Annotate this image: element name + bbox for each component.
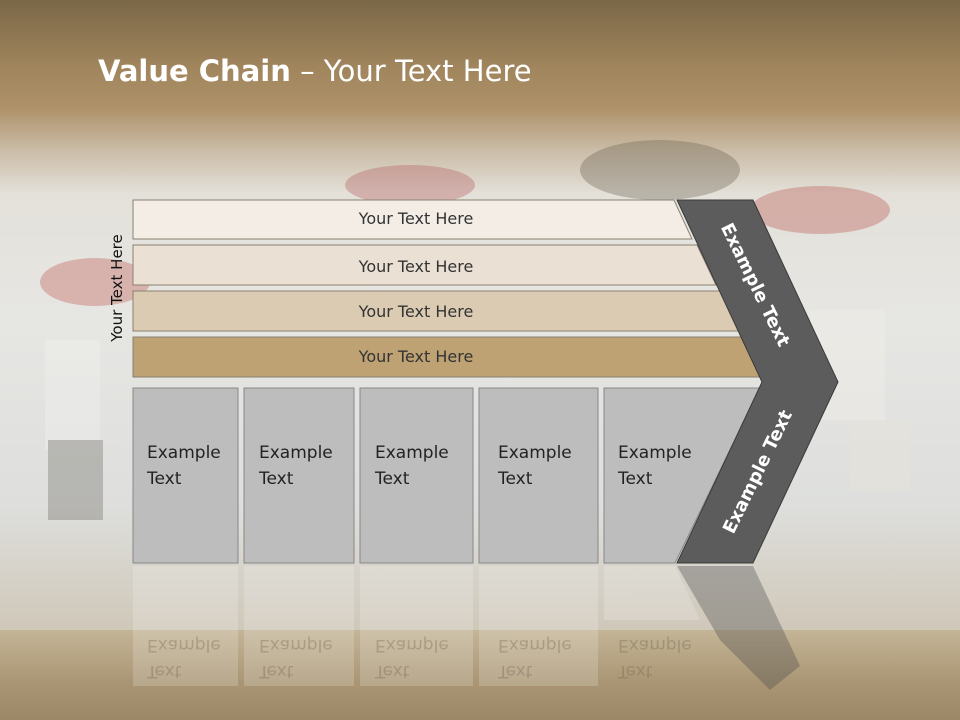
chevron-arrow[interactable]	[676, 199, 839, 564]
box-4-label: Example Text	[498, 440, 572, 492]
box-1[interactable]	[132, 387, 239, 564]
box-4-line2: Text	[498, 469, 533, 489]
box-2[interactable]	[243, 387, 355, 564]
box-1-label: Example Text	[147, 440, 221, 492]
box-2-line1: Example	[259, 443, 333, 463]
box-3[interactable]	[359, 387, 474, 564]
box-1-line1: Example	[147, 443, 221, 463]
bar-3-label: Your Text Here	[358, 302, 474, 321]
box-5[interactable]	[603, 387, 761, 564]
box-5-line2: Text	[618, 469, 653, 489]
title-rest: – Your Text Here	[290, 54, 532, 88]
title-bold: Value Chain	[98, 54, 291, 88]
box-reflections	[133, 566, 700, 686]
box-3-label: Example Text	[375, 440, 449, 492]
bar-2[interactable]	[132, 244, 717, 286]
grass-ground	[0, 630, 960, 720]
box-1-line2: Text	[147, 469, 182, 489]
box-3-line1: Example	[375, 443, 449, 463]
box-4-line1: Example	[498, 443, 572, 463]
bar-4-label: Your Text Here	[358, 347, 474, 366]
box-4[interactable]	[478, 387, 599, 564]
bar-1[interactable]	[132, 199, 693, 240]
chevron-reflection	[677, 566, 800, 690]
box-5-label: Example Text	[618, 440, 692, 492]
slide-title: Value Chain – Your Text Here	[98, 54, 532, 88]
box-2-line2: Text	[259, 469, 294, 489]
bar-1-label: Your Text Here	[358, 209, 474, 228]
bar-2-label: Your Text Here	[358, 257, 474, 276]
box-2-label: Example Text	[259, 440, 333, 492]
box-3-line2: Text	[375, 469, 410, 489]
box-5-line1: Example	[618, 443, 692, 463]
